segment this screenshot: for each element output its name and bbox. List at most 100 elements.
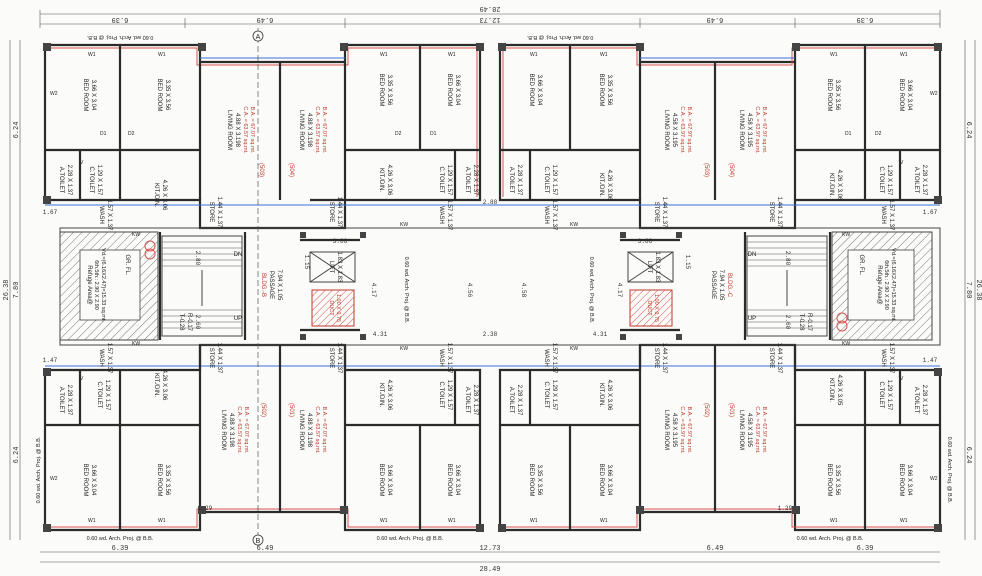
- room-name: WASH: [438, 349, 444, 367]
- columns: [43, 43, 942, 532]
- room-name: BED ROOM: [378, 74, 384, 107]
- window-tag: W1: [158, 518, 166, 524]
- dim-label: 2.38: [483, 331, 498, 338]
- room-name: BED ROOM: [156, 464, 162, 497]
- dim-center-top: 12.73: [479, 15, 500, 23]
- built-area: B.A. = 67.97 sq.mt.: [761, 107, 767, 154]
- dim-label: 1.29: [198, 505, 213, 512]
- room-size: 3.35 X 3.56: [164, 80, 170, 111]
- room-size: 1.44 X 1.37: [776, 197, 782, 228]
- flat-top-right: BED ROOM 3.66 X 3.04 BED ROOM 3.35 X 3.5…: [508, 74, 927, 231]
- room-size: 1.29 X 1.57: [446, 165, 452, 196]
- duct-left: [311, 289, 355, 327]
- arch-projection-label: 0.60 wd. Arch. Proj. @ B.B.: [377, 536, 444, 542]
- dimension-labels: 28.49 6.39 6.49 12.73 6.49 6.39 6.39 6.4…: [3, 4, 982, 574]
- room-name: BED ROOM: [82, 79, 88, 112]
- dimension-lines: [9, 10, 976, 563]
- core-labels: Refuge Area@ 6th.5th.: 2.90 X 2.90 Vd.=(…: [86, 248, 896, 332]
- room-name: WASH: [98, 349, 104, 367]
- dim-label: 4.31: [593, 331, 608, 338]
- room-size: 2.28 X 1.37: [66, 165, 72, 196]
- vent-tag: V: [80, 376, 84, 382]
- carpet-area: C.A. = 63.57 sq.mt.: [236, 406, 242, 454]
- room-size: 3.35 X 3.56: [536, 465, 542, 496]
- dim-outer-top-right: 6.39: [857, 15, 874, 23]
- room-name: BED ROOM: [82, 464, 88, 497]
- room-size: 3.66 X 3.04: [606, 465, 612, 496]
- window-tag: W1: [900, 518, 908, 524]
- room-name: BED ROOM: [446, 464, 452, 497]
- room-name: BED ROOM: [528, 464, 534, 497]
- dim-core-left: 7.80: [13, 282, 21, 299]
- built-area: B.A. = 67.97 sq.mt.: [761, 407, 767, 454]
- internal-walls: [45, 45, 940, 530]
- ground-floor-label: GR. FL.: [858, 254, 864, 275]
- lift-label: LIFT: [646, 261, 652, 274]
- window-tag: W1: [900, 52, 908, 58]
- kw-tag: KW: [842, 341, 850, 347]
- lift-left: [309, 251, 356, 283]
- window-tag: W2: [50, 476, 58, 482]
- room-size: 2.28 X 1.37: [516, 385, 522, 416]
- room-name: BED ROOM: [598, 464, 604, 497]
- door-window-tags: W1 W1 W2 D1 D2 W1 W1 D2 D1 W1 W1 W1 W1 W…: [50, 52, 938, 524]
- room-size: 2.28 X 1.37: [472, 165, 478, 196]
- passage-size: 7.94 X 1.05: [718, 270, 724, 301]
- room-name: KIT./DIN.: [828, 173, 834, 197]
- duct-size: 1.00 X 0.75: [653, 294, 659, 322]
- dim-wing-top-right: 6.24: [964, 122, 972, 139]
- room-size: 1.29 X 1.57: [886, 165, 892, 196]
- axis-bubble-bottom: [252, 534, 264, 546]
- blue-lines: [45, 57, 940, 367]
- dim-label: 2.80: [194, 251, 201, 266]
- room-size: 1.57 X 1.37: [888, 343, 894, 374]
- carpet-area: C.A. = 63.97 sq.mt.: [679, 106, 685, 154]
- room-name: STORE: [768, 348, 774, 369]
- room-size: 1.57 X 1.37: [888, 200, 894, 231]
- window-tag: W2: [930, 476, 938, 482]
- room-name: BED ROOM: [156, 79, 162, 112]
- arch-projection-label: 0.60 wd. Arch. Proj. @ B.B.: [946, 437, 952, 504]
- room-name: BED ROOM: [898, 464, 904, 497]
- arch-projection-label: 0.60 wd. Arch. Proj. @ B.B.: [526, 34, 593, 40]
- kw-tag: KW: [132, 232, 140, 238]
- room-size: 1.44 X 1.37: [336, 197, 342, 228]
- room-name: KIT./DIN.: [828, 378, 834, 402]
- kw-tag: KW: [570, 222, 578, 228]
- window-tag: W1: [88, 52, 96, 58]
- window-tag: W1: [530, 52, 538, 58]
- room-size: 1.44 X 1.37: [776, 343, 782, 374]
- kw-tag: KW: [132, 341, 140, 347]
- dim-center-bottom: 12.73: [479, 545, 500, 553]
- dim-label: 4.17: [370, 283, 377, 298]
- window-tag: W1: [830, 518, 838, 524]
- window-tag: W1: [88, 518, 96, 524]
- flat-id: (504): [728, 163, 734, 177]
- room-name: LIVING ROOM: [738, 410, 744, 450]
- room-size: 1.57 X 1.37: [446, 200, 452, 231]
- room-name: A.TOILET: [508, 167, 514, 194]
- room-size: 1.57 X 1.37: [551, 343, 557, 374]
- room-name: WASH: [880, 349, 886, 367]
- room-name: KIT./DIN.: [378, 168, 384, 192]
- dim-outer-bottom-right: 6.39: [857, 545, 874, 553]
- room-name: WASH: [543, 206, 549, 224]
- arch-projection-label: 0.60 wd. Arch. Proj. @ B.B.: [403, 257, 409, 324]
- carpet-area: C.A. = 63.97 sq.mt.: [754, 106, 760, 154]
- flat-id: (501): [288, 403, 294, 417]
- dim-label: 1.15: [303, 255, 310, 270]
- stair-riser: R-0.17: [806, 313, 812, 332]
- stair-down-label: DN: [748, 252, 757, 258]
- vent-tag: V: [900, 376, 904, 382]
- room-size: 4.88 X 3.198: [306, 113, 312, 148]
- refuge-title: Refuge Area@: [876, 265, 882, 304]
- room-size: 1.44 X 1.37: [336, 343, 342, 374]
- dim-label: 3.86: [638, 238, 653, 245]
- dim-label: 3.86: [333, 238, 348, 245]
- room-name: C.TOILET: [543, 382, 549, 409]
- room-name: STORE: [208, 202, 214, 223]
- room-size: 2.28 X 1.37: [921, 165, 927, 196]
- room-size: 3.66 X 3.04: [454, 465, 460, 496]
- door-tag: D1: [845, 131, 852, 137]
- room-size: 1.29 X 1.57: [886, 380, 892, 411]
